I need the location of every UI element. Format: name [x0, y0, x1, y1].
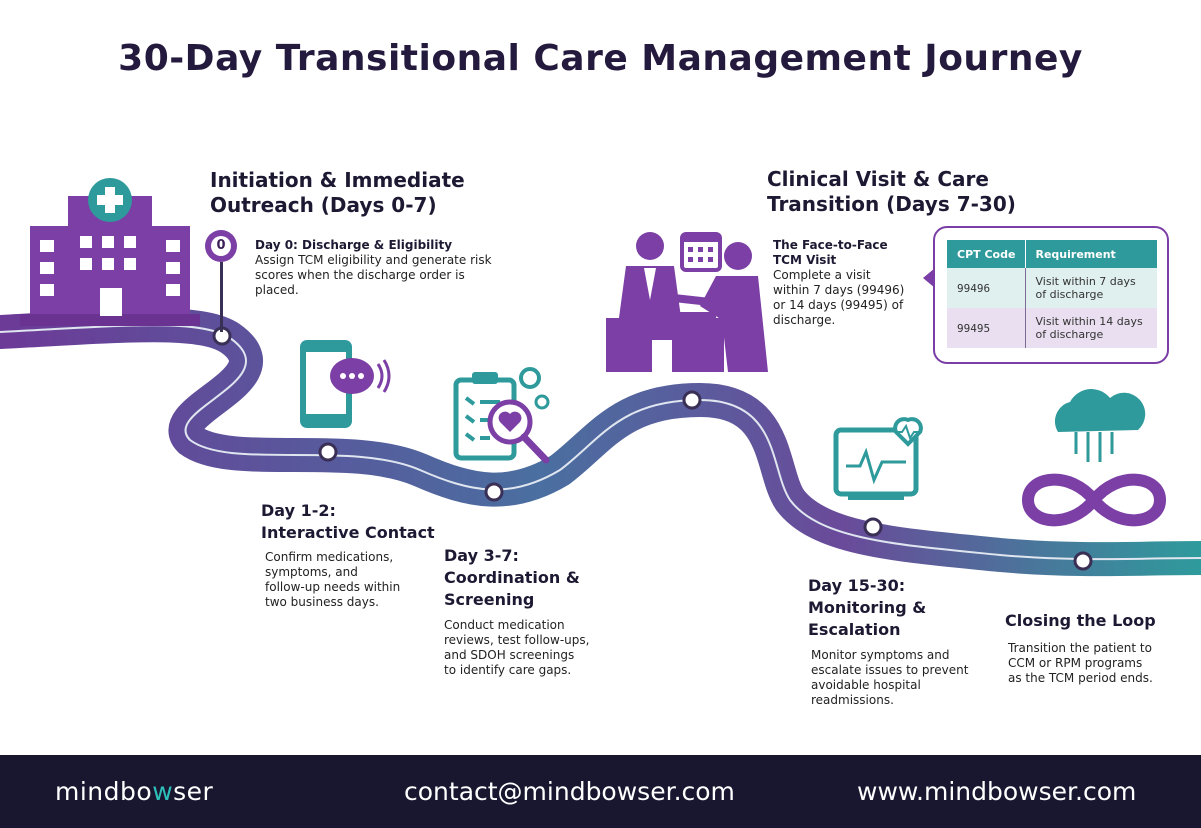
table-row: 99496 Visit within 7 days of discharge	[947, 268, 1157, 308]
day15-body-line: readmissions.	[811, 693, 894, 707]
day1-heading-line2: Interactive Contact	[261, 523, 435, 542]
day3-heading-line3: Screening	[444, 590, 535, 609]
day15-body-line: Monitor symptoms and	[811, 648, 950, 662]
day15-body-line: avoidable hospital	[811, 678, 921, 692]
clinical-heading-line1: Clinical Visit & Care	[767, 167, 989, 191]
day15-body: Monitor symptoms and escalate issues to …	[811, 648, 1001, 708]
day15-body-line: escalate issues to prevent	[811, 663, 969, 677]
day0-subheading: Day 0: Discharge & Eligibility	[255, 238, 453, 252]
milestone-day7	[682, 390, 702, 410]
page-title: 30-Day Transitional Care Management Jour…	[118, 38, 1083, 79]
initiation-detail: Day 0: Discharge & Eligibility Assign TC…	[255, 238, 525, 298]
cpt-code-cell: 99495	[947, 308, 1026, 348]
cpt-code-cell: 99496	[947, 268, 1026, 308]
road-path	[0, 308, 1201, 577]
mindbowser-logo[interactable]: mindbowser	[55, 777, 213, 806]
day0-body-line: scores when the discharge order is	[255, 268, 465, 282]
clinical-body-line: or 14 days (99495) of	[773, 298, 904, 312]
footer-bar: mindbowser contact@mindbowser.com www.mi…	[0, 755, 1201, 828]
clipboard-heart-icon	[453, 367, 550, 464]
road-milestones	[212, 326, 1093, 571]
day3-body-line: Conduct medication	[444, 618, 565, 632]
day0-body-line: placed.	[255, 283, 299, 297]
day3-heading: Day 3-7: Coordination & Screening	[444, 545, 624, 611]
day0-body-line: Assign TCM eligibility and generate risk	[255, 253, 492, 267]
closing-body: Transition the patient to CCM or RPM pro…	[1008, 641, 1188, 686]
clinical-heading-line2: Transition (Days 7-30)	[767, 192, 1016, 216]
day1-heading: Day 1-2: Interactive Contact	[261, 500, 461, 544]
initiation-heading-line1: Initiation & Immediate	[210, 168, 465, 192]
doctor-handshake-icon	[606, 232, 768, 372]
milestone-closing	[1073, 551, 1093, 571]
logo-text-w: w	[152, 777, 174, 806]
day3-body-line: and SDOH screenings	[444, 648, 575, 662]
milestone-day3	[484, 482, 504, 502]
day1-heading-line1: Day 1-2:	[261, 501, 336, 520]
clinical-subheading-line1: The Face-to-Face	[773, 238, 888, 252]
day15-heading-line3: Escalation	[808, 620, 901, 639]
day3-body: Conduct medication reviews, test follow-…	[444, 618, 634, 678]
milestone-day1	[318, 442, 338, 462]
closing-body-line: CCM or RPM programs	[1008, 656, 1143, 670]
logo-text-a: mindbo	[55, 777, 153, 806]
day-zero-pin-label: 0	[211, 236, 231, 256]
day3-heading-line1: Day 3-7:	[444, 546, 519, 565]
cpt-code-callout: CPT Code Requirement 99496 Visit within …	[923, 226, 1169, 364]
clinical-heading: Clinical Visit & Care Transition (Days 7…	[767, 167, 1067, 217]
day1-body: Confirm medications, symptoms, and follo…	[265, 550, 435, 610]
hospital-icon	[20, 178, 200, 326]
cpt-requirement-cell: Visit within 7 days of discharge	[1025, 268, 1157, 308]
clinical-body-line: discharge.	[773, 313, 836, 327]
initiation-heading-line2: Outreach (Days 0-7)	[210, 193, 437, 217]
requirement-line2: of discharge	[1035, 288, 1104, 301]
day15-heading-line1: Day 15-30:	[808, 576, 906, 595]
cpt-header-requirement: Requirement	[1025, 240, 1157, 268]
closing-heading: Closing the Loop	[1005, 611, 1156, 630]
clinical-body-line: within 7 days (99496)	[773, 283, 905, 297]
requirement-line2: of discharge	[1035, 328, 1104, 341]
clinical-detail: The Face-to-Face TCM Visit Complete a vi…	[773, 238, 933, 328]
clinical-subheading-line2: TCM Visit	[773, 253, 837, 267]
requirement-line1: Visit within 14 days	[1035, 315, 1143, 328]
cpt-table: CPT Code Requirement 99496 Visit within …	[947, 240, 1157, 348]
website-link[interactable]: www.mindbowser.com	[857, 777, 1137, 806]
requirement-line1: Visit within 7 days	[1035, 275, 1136, 288]
contact-email-link[interactable]: contact@mindbowser.com	[404, 777, 735, 806]
closing-body-line: Transition the patient to	[1008, 641, 1152, 655]
day15-heading-line2: Monitoring &	[808, 598, 927, 617]
day1-body-line: follow-up needs within	[265, 580, 401, 594]
cpt-header-code: CPT Code	[947, 240, 1026, 268]
day3-body-line: to identify care gaps.	[444, 663, 572, 677]
closing-body-line: as the TCM period ends.	[1008, 671, 1153, 685]
logo-text-c: ser	[173, 777, 214, 806]
milestone-day15	[863, 517, 883, 537]
day3-heading-line2: Coordination &	[444, 568, 580, 587]
day-zero-pin: 0	[205, 230, 237, 262]
heart-monitor-icon	[833, 417, 923, 500]
day3-body-line: reviews, test follow-ups,	[444, 633, 590, 647]
day1-body-line: Confirm medications,	[265, 550, 394, 564]
day1-body-line: symptoms, and	[265, 565, 358, 579]
day15-heading: Day 15-30: Monitoring & Escalation	[808, 575, 988, 641]
table-row: 99495 Visit within 14 days of discharge	[947, 308, 1157, 348]
initiation-heading: Initiation & Immediate Outreach (Days 0-…	[210, 168, 510, 218]
pin-stem	[220, 262, 223, 332]
clinical-body-line: Complete a visit	[773, 268, 871, 282]
phone-chat-icon	[300, 340, 391, 428]
cloud-infinity-icon	[1021, 389, 1167, 527]
cpt-requirement-cell: Visit within 14 days of discharge	[1025, 308, 1157, 348]
day1-body-line: two business days.	[265, 595, 379, 609]
